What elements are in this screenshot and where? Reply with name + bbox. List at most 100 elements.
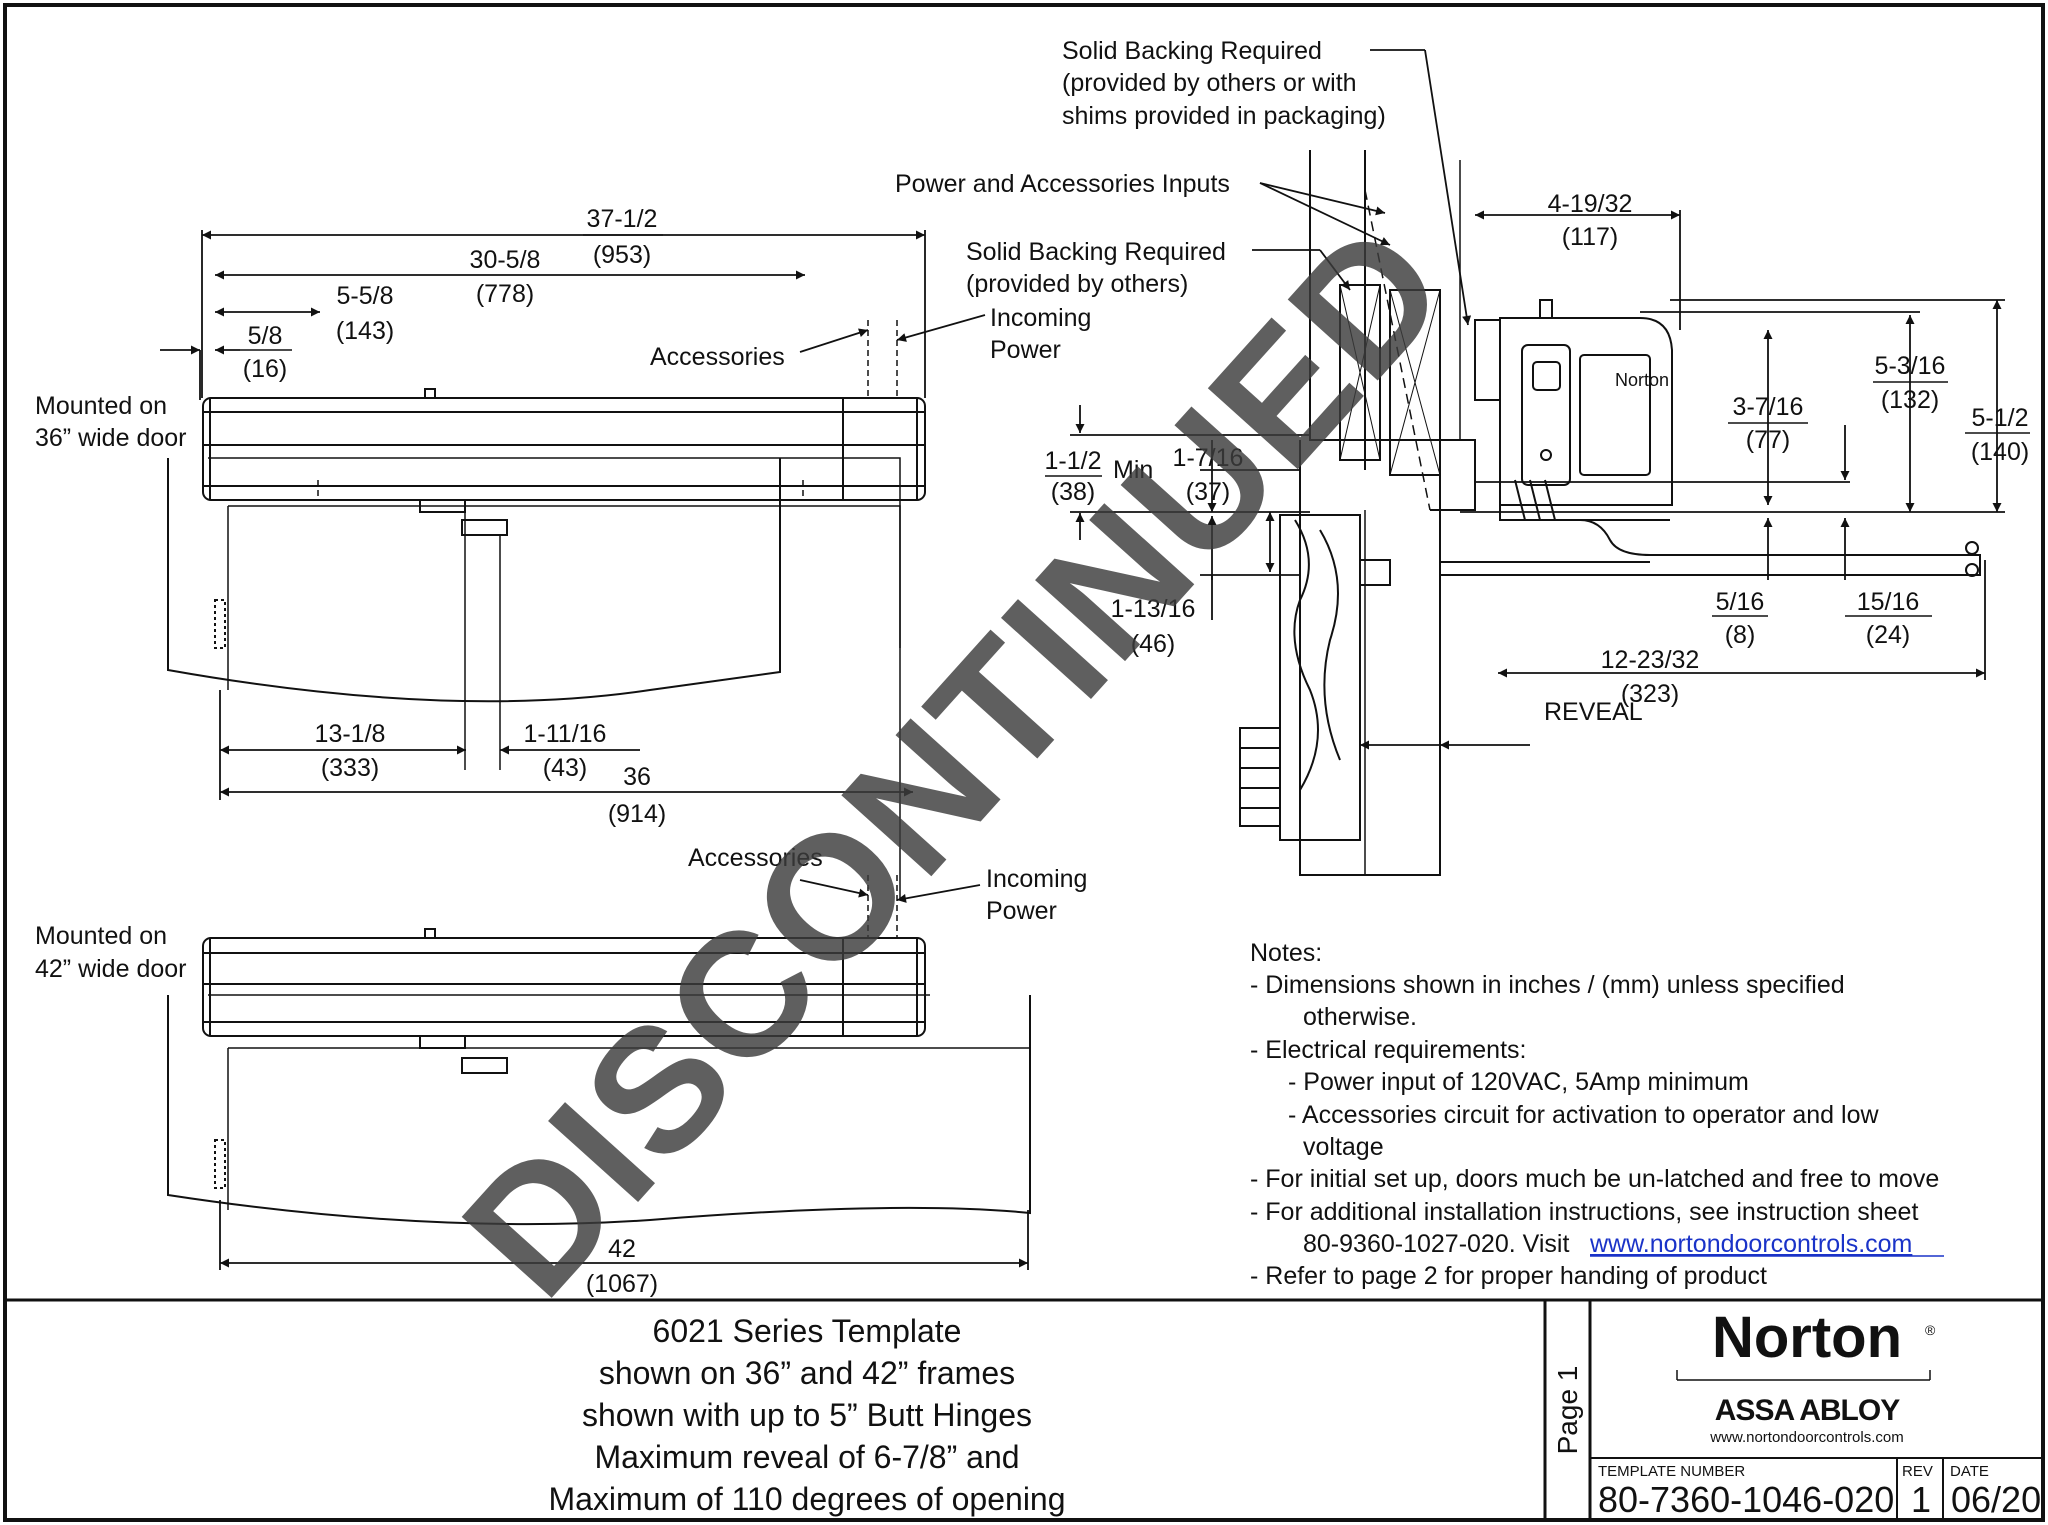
min-label: Min [1113,456,1153,484]
reveal-label: REVEAL [1544,698,1643,726]
backing2-line2: (provided by others) [966,270,1188,298]
note-line-10: - Refer to page 2 for proper handing of … [1250,1262,1767,1290]
backing2-line1: Solid Backing Required [966,238,1226,266]
title-block [5,1298,2043,1520]
backing1-line2: (provided by others or with [1062,69,1357,97]
website-link[interactable]: www.nortondoorcontrols.com [1589,1230,1912,1258]
dim-5-5-8: 5-5/8 [337,282,394,310]
dim-37-1-2: 37-1/2 [587,205,658,233]
accessories-label-42: Accessories [688,844,823,872]
side-dim-labels: 4-19/32 (117) 5-3/16 (132) 5-1/2 (140) 3… [1045,190,2030,708]
title-text: 6021 Series Template shown on 36” and 42… [548,1313,1065,1517]
date-label: DATE [1950,1463,1989,1480]
notes-heading: Notes: [1250,939,1322,967]
note-line-9: 80-9360-1027-020. Visit [1303,1230,1569,1258]
backing1-line3: shims provided in packaging) [1062,102,1386,130]
incoming-label-42-line1: Incoming [986,865,1087,893]
note-line-8: - For additional installation instructio… [1250,1198,1918,1226]
dim-5-16: 5/16 [1716,588,1765,616]
title-line-2: shown on 36” and 42” frames [599,1355,1015,1391]
dim-12-23-32: 12-23/32 [1601,646,1700,674]
note-line-3: - Electrical requirements: [1250,1036,1526,1064]
note-line-7: - For initial set up, doors much be un-l… [1250,1165,1939,1193]
door42-label-line1: Mounted on [35,922,167,950]
door42-label-line2: 42” wide door [35,955,186,983]
title-line-3: shown with up to 5” Butt Hinges [582,1397,1032,1433]
dims-42 [219,879,1029,1270]
dim-labels-36: 37-1/2 (953) 30-5/8 (778) 5-5/8 (143) 5/… [240,205,666,828]
dim-3-7-16: 3-7/16 [1733,393,1804,421]
sheet-border [3,3,2045,1522]
incoming-label-36-line1: Incoming [990,304,1091,332]
dim-38: (38) [1051,478,1095,506]
incoming-label-42-line2: Power [986,897,1057,925]
side-dims [1070,49,2005,750]
labels-36: Mounted on 36” wide door Accessories Inc… [35,304,1091,452]
dim-953: (953) [593,241,651,269]
dim-37: (37) [1186,478,1230,506]
dim-36: 36 [623,763,651,791]
title-line-4: Maximum reveal of 6-7/8” and [594,1439,1019,1475]
brand-website: www.nortondoorcontrols.com [1709,1429,1903,1446]
page-number: Page 1 [1552,1366,1583,1455]
dim-1067: (1067) [586,1270,658,1298]
note-line-2: otherwise. [1303,1003,1417,1031]
backing1-line1: Solid Backing Required [1062,37,1322,65]
side-labels: Solid Backing Required (provided by othe… [895,37,1669,726]
dim-1-1-2: 1-1/2 [1045,447,1102,475]
dim-43: (43) [543,754,587,782]
dim-132: (132) [1881,386,1939,414]
dim-778: (778) [476,280,534,308]
dim-140: (140) [1971,438,2029,466]
dim-5-1-2: 5-1/2 [1972,404,2029,432]
incoming-label-36-line2: Power [990,336,1061,364]
dim-42: 42 [608,1235,636,1263]
note-line-4: - Power input of 120VAC, 5Amp minimum [1288,1068,1749,1096]
dim-5-8: 5/8 [248,322,283,350]
dim-323: (323) [1621,680,1679,708]
dim-117: (117) [1562,223,1619,251]
note-line-5: - Accessories circuit for activation to … [1288,1101,1879,1129]
dim-8: (8) [1725,621,1756,649]
dim-13-1-8: 13-1/8 [315,720,386,748]
top-view-36 [167,320,926,900]
date-value: 06/20 [1951,1479,2041,1520]
website-link-text: www.nortondoorcontrols.com [1589,1230,1912,1258]
template-number: 80-7360-1046-020 [1598,1479,1894,1520]
dim-15-16: 15/16 [1857,588,1920,616]
note-line-6: voltage [1303,1133,1384,1161]
labels-42: Mounted on 42” wide door Accessories Inc… [35,844,1087,983]
dim-labels-42: 42 (1067) [586,1235,658,1298]
dim-333: (333) [321,754,379,782]
accessories-label-36: Accessories [650,343,785,371]
door36-label-line2: 36” wide door [35,424,186,452]
dim-1-13-16: 1-13/16 [1111,595,1196,623]
dims-36 [160,230,986,800]
note-line-1: - Dimensions shown in inches / (mm) unle… [1250,971,1845,999]
dim-46: (46) [1131,630,1175,658]
dim-24: (24) [1866,621,1910,649]
rev-label: REV [1902,1463,1933,1480]
door36-label-line1: Mounted on [35,392,167,420]
brand-name: Norton [1712,1305,1902,1370]
title-line-1: 6021 Series Template [653,1313,962,1349]
dim-1-11-16: 1-11/16 [524,720,607,748]
brand-logo: Norton ® ASSA ABLOY www.nortondoorcontro… [1709,1305,1936,1446]
dim-1-7-16: 1-7/16 [1173,444,1244,472]
title-meta: TEMPLATE NUMBER 80-7360-1046-020 REV 1 D… [1598,1463,2041,1520]
dim-914: (914) [608,800,666,828]
dim-5-3-16: 5-3/16 [1875,352,1946,380]
norton-badge: Norton [1615,370,1669,390]
registered-mark: ® [1925,1322,1936,1338]
top-view-42 [167,875,1031,1226]
title-line-5: Maximum of 110 degrees of opening [548,1481,1065,1517]
side-view [1239,150,1981,876]
power-inputs-label: Power and Accessories Inputs [895,170,1230,198]
dim-77: (77) [1746,426,1790,454]
group-name: ASSA ABLOY [1715,1394,1900,1427]
template-number-label: TEMPLATE NUMBER [1598,1463,1745,1480]
rev-value: 1 [1911,1479,1931,1520]
dim-4-19-32: 4-19/32 [1548,190,1633,218]
notes: Notes: - Dimensions shown in inches / (m… [1250,939,1944,1290]
